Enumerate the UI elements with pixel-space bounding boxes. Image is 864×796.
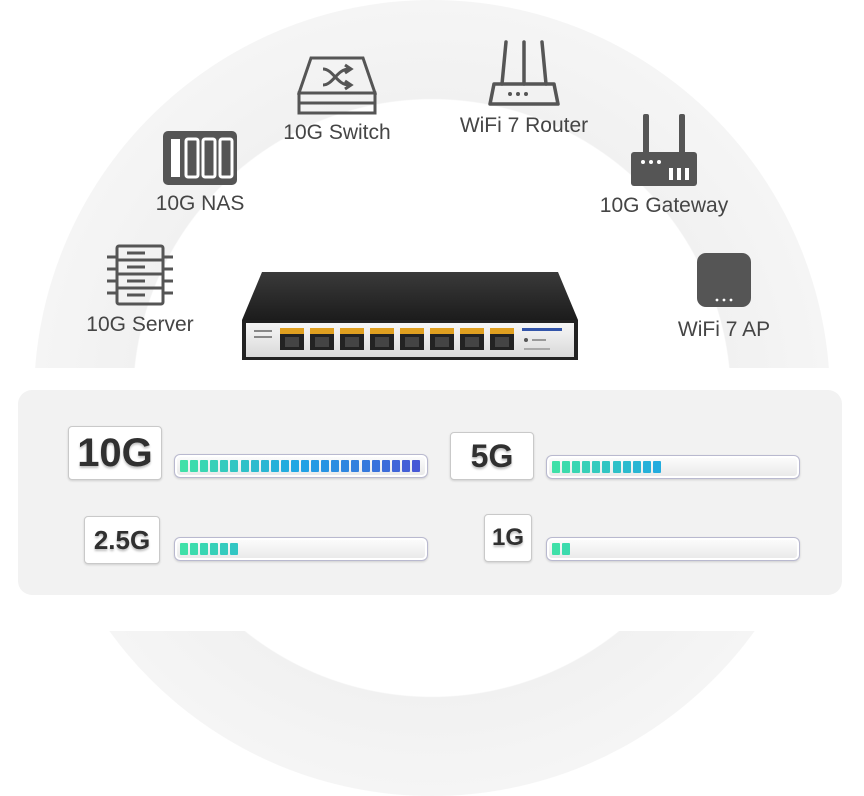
bar-segment: [180, 460, 189, 472]
device-router: WiFi 7 Router: [448, 40, 600, 138]
bar-segment: [341, 460, 350, 472]
bar-segment: [562, 543, 571, 555]
router-label: WiFi 7 Router: [459, 114, 589, 137]
access-point-icon: [697, 253, 751, 307]
bar-segment: [371, 460, 380, 472]
speed-badge-2-5g: 2.5G: [84, 516, 160, 564]
network-switch-image: [242, 272, 578, 360]
router-icon: [488, 40, 560, 106]
switch-label: 10G Switch: [283, 121, 391, 144]
speed-bar-5g: [546, 455, 800, 479]
bar-segment: [411, 460, 420, 472]
bar-segment: [200, 460, 209, 472]
speed-badge-10g: 10G: [68, 426, 162, 480]
speed-bar-2-5g: [174, 537, 428, 561]
bar-segment: [401, 460, 410, 472]
bar-segment: [642, 461, 651, 473]
nas-icon: [163, 131, 237, 185]
bar-segment: [361, 460, 370, 472]
gateway-icon: [631, 114, 697, 186]
device-ap: WiFi 7 AP: [668, 252, 780, 342]
bar-segment: [612, 461, 621, 473]
bar-segment: [180, 543, 189, 555]
bar-segment: [290, 460, 299, 472]
speed-bar-1g: [546, 537, 800, 561]
device-server: 10G Server: [78, 243, 202, 337]
bar-segment: [311, 460, 320, 472]
bar-segment: [652, 461, 661, 473]
bar-segment: [260, 460, 269, 472]
bar-segment: [270, 460, 279, 472]
bar-segment: [190, 460, 199, 472]
speed-badge-5g: 5G: [450, 432, 534, 480]
bar-segment: [622, 461, 631, 473]
bar-segment: [280, 460, 289, 472]
bar-segment: [220, 543, 229, 555]
bar-segment: [391, 460, 400, 472]
device-nas: 10G NAS: [140, 130, 260, 216]
bar-segment: [552, 461, 561, 473]
bar-segment: [582, 461, 591, 473]
bar-segment: [230, 460, 239, 472]
bar-segment: [210, 460, 219, 472]
bar-segment: [321, 460, 330, 472]
bar-segment: [200, 543, 209, 555]
speed-badge-1g: 1G: [484, 514, 532, 562]
speed-comparison-panel: [18, 390, 842, 595]
nas-label: 10G NAS: [155, 192, 245, 215]
gateway-label: 10G Gateway: [599, 194, 729, 217]
bar-segment: [552, 543, 561, 555]
bar-segment: [230, 543, 239, 555]
bar-segment: [351, 460, 360, 472]
speed-bar-10g: [174, 454, 428, 478]
bar-segment: [301, 460, 310, 472]
bar-segment: [592, 461, 601, 473]
bar-segment: [602, 461, 611, 473]
bar-segment: [381, 460, 390, 472]
bar-segment: [572, 461, 581, 473]
switch-icon: [297, 56, 377, 115]
bar-segment: [632, 461, 641, 473]
server-label: 10G Server: [86, 313, 194, 336]
bar-segment: [220, 460, 229, 472]
server-rack-icon: [107, 244, 173, 306]
bar-segment: [250, 460, 259, 472]
bar-segment: [190, 543, 199, 555]
ap-label: WiFi 7 AP: [677, 318, 771, 341]
bar-segment: [562, 461, 571, 473]
bar-segment: [240, 460, 249, 472]
bar-segment: [331, 460, 340, 472]
bar-segment: [210, 543, 219, 555]
device-switch: 10G Switch: [272, 55, 402, 145]
device-gateway: 10G Gateway: [590, 112, 738, 218]
